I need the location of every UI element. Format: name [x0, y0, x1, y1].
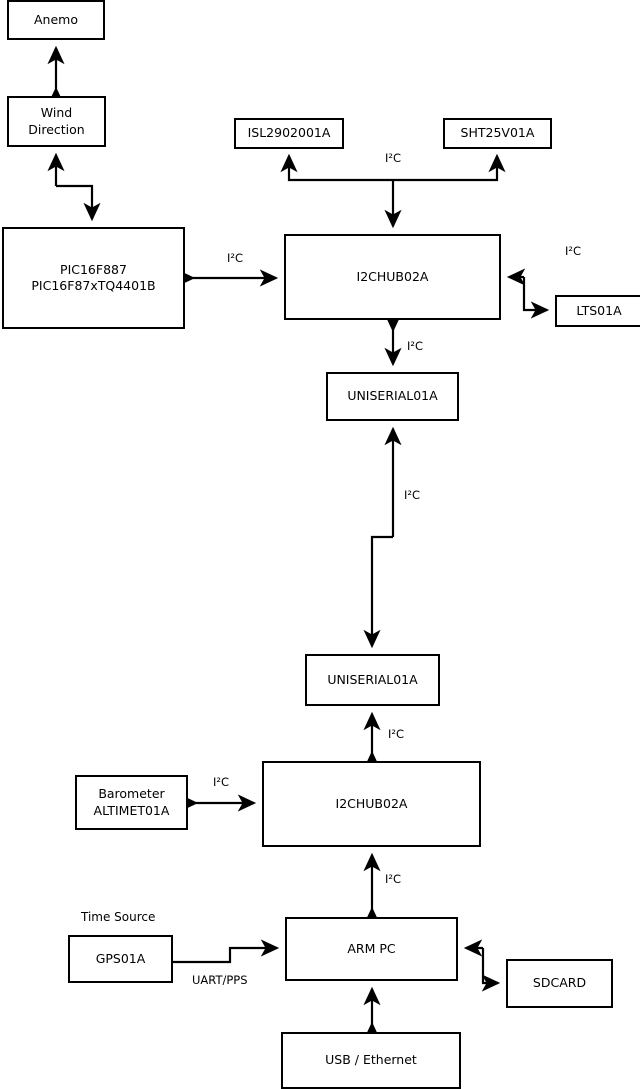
node-anemo[interactable]: Anemo: [7, 0, 105, 40]
node-arm-pc-label: ARM PC: [347, 940, 396, 956]
wire-label-hub-to-lts: I²C: [565, 244, 582, 258]
node-isl2902001a[interactable]: ISL2902001A: [234, 118, 344, 149]
wire-uniserial-link-down: [363, 535, 393, 649]
wire-hub-lts-out: [522, 277, 550, 319]
node-barometer-label-1: Barometer: [98, 786, 165, 802]
wire-label-hub-to-arm: I²C: [385, 872, 402, 886]
label-time-source: Time Source: [81, 910, 156, 924]
node-pic-mcu-label-2: PIC16F87xTQ4401B: [31, 278, 156, 293]
node-gps01a[interactable]: GPS01A: [68, 935, 173, 983]
wire-bus-to-isl: [280, 153, 393, 182]
wire-wind-pic-step: [56, 184, 101, 222]
node-usb-ethernet[interactable]: USB / Ethernet: [281, 1032, 461, 1089]
node-gps01a-label: GPS01A: [95, 950, 146, 966]
wire-gps-arm: [173, 939, 280, 964]
node-i2chub02a-bottom[interactable]: I2CHUB02A: [262, 761, 481, 847]
node-usb-ethernet-label: USB / Ethernet: [325, 1052, 417, 1068]
wire-label-gps-to-arm: UART/PPS: [192, 973, 248, 987]
node-i2chub02a-top-label: I2CHUB02A: [356, 268, 429, 284]
node-lts01a-label: LTS01A: [576, 302, 622, 318]
node-sht25v01a-label: SHT25V01A: [460, 125, 535, 141]
wire-arm-sd-out: [481, 948, 501, 992]
wire-label-uniserial-link: I²C: [404, 488, 421, 502]
node-barometer-altimet01a[interactable]: Barometer ALTIMET01A: [75, 775, 188, 830]
node-arm-pc[interactable]: ARM PC: [285, 917, 458, 981]
wire-label-uniserial-to-hub-bottom: I²C: [388, 727, 405, 741]
node-wind-direction[interactable]: Wind Direction: [7, 96, 106, 147]
node-pic-mcu-label-1: PIC16F887: [60, 261, 127, 277]
node-uniserial01a-bottom-label: UNISERIAL01A: [327, 671, 418, 687]
node-anemo-label: Anemo: [34, 11, 78, 27]
node-lts01a[interactable]: LTS01A: [555, 295, 640, 327]
node-sdcard-label: SDCARD: [532, 975, 587, 991]
wire-label-hub-to-uniserial: I²C: [407, 339, 424, 353]
node-uniserial01a-top-label: UNISERIAL01A: [347, 388, 438, 404]
node-uniserial01a-top[interactable]: UNISERIAL01A: [326, 372, 459, 421]
node-sdcard[interactable]: SDCARD: [506, 959, 613, 1008]
node-wind-direction-label-1: Wind: [40, 105, 73, 121]
node-i2chub02a-top[interactable]: I2CHUB02A: [284, 234, 501, 320]
node-wind-direction-label-2: Direction: [28, 121, 85, 137]
node-sht25v01a[interactable]: SHT25V01A: [443, 118, 552, 149]
node-barometer-label-2: ALTIMET01A: [93, 802, 170, 818]
wire-bus-to-sht: [393, 153, 506, 182]
node-isl2902001a-label: ISL2902001A: [247, 125, 331, 141]
node-pic-mcu[interactable]: PIC16F887 PIC16F87xTQ4401B: [2, 227, 185, 329]
wire-label-pic-to-hub: I²C: [227, 251, 244, 265]
wire-label-sensors-bus: I²C: [385, 151, 402, 165]
wire-label-barometer-to-hub: I²C: [213, 775, 230, 789]
node-uniserial01a-bottom[interactable]: UNISERIAL01A: [305, 654, 440, 706]
node-i2chub02a-bottom-label: I2CHUB02A: [335, 795, 408, 811]
